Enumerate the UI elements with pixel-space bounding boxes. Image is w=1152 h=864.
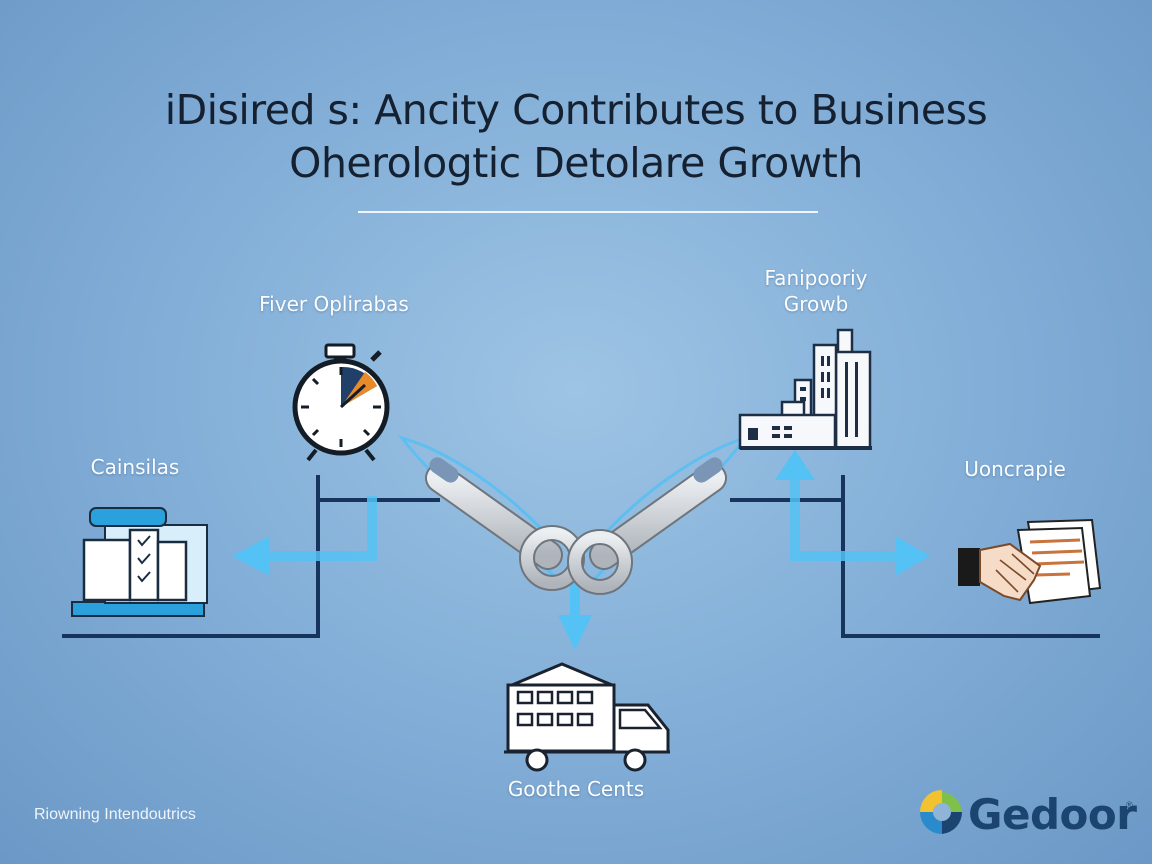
label-top-right-line1: Fanipooriy <box>764 266 868 290</box>
chain-link-left <box>425 457 585 591</box>
footer-text: Riowning Intendoutrics <box>34 806 196 823</box>
label-top-left: Fiver Oplirabas <box>259 292 409 316</box>
chain-link-right <box>567 457 727 595</box>
label-top-right-line2: Growb <box>783 292 849 316</box>
arrow-up-right <box>775 450 815 480</box>
truck-building-icon <box>504 662 670 772</box>
right-connector-lines <box>730 475 1100 638</box>
page-title-line1: iDisired s: Ancity Contributes to Busine… <box>164 86 988 134</box>
label-bottom: Goothe Cents <box>507 777 645 801</box>
arrow-down <box>558 585 592 650</box>
handshake-documents-icon <box>958 518 1102 605</box>
label-left: Cainsilas <box>90 455 180 479</box>
left-connector-lines <box>62 475 440 638</box>
page-title-line2: Oherologtic Detolare Growth <box>289 139 863 187</box>
label-right: Uoncrapie <box>964 457 1066 481</box>
arrow-right <box>790 475 930 576</box>
office-buildings-icon <box>738 328 872 450</box>
gedoor-logo-mark <box>920 790 963 834</box>
arrow-left <box>232 496 377 576</box>
logo-name: Gedoor <box>968 790 1137 839</box>
stopwatch-icon <box>292 343 390 462</box>
factory-machine-icon <box>71 507 208 617</box>
logo-registered-mark: ® <box>1126 800 1133 810</box>
